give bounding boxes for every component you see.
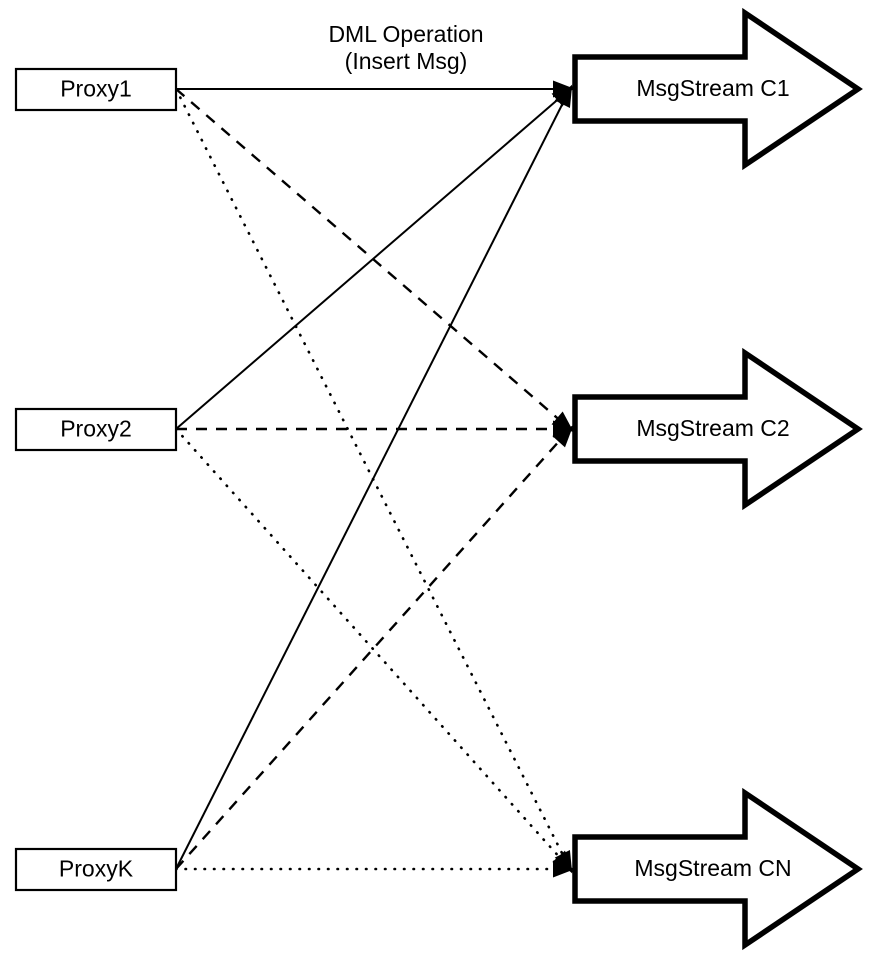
msgstream-node-stream_cn[interactable]: MsgStream CN [572,787,863,951]
proxy-label-proxy2: Proxy2 [60,416,132,442]
proxy-label-proxy1: Proxy1 [60,76,132,102]
link-proxy2-to-cn [174,427,572,871]
link-proxyK-to-c1 [175,88,571,870]
arrowhead-layer [551,80,575,878]
msgstream-label-stream_c2: MsgStream C2 [636,415,789,441]
arrowhead-proxyK-to-cn [553,860,575,878]
msgstream-arrow-shape-stream_c2[interactable] [572,347,863,511]
link-proxy2-to-c1 [175,88,571,430]
proxy-label-proxyK: ProxyK [59,856,134,882]
proxy-node-proxyK[interactable]: ProxyK [14,847,178,892]
proxy-box-proxy2[interactable] [14,407,178,452]
msgstream-label-stream_c1: MsgStream C1 [636,75,789,101]
msgstream-node-stream_c2[interactable]: MsgStream C2 [572,347,863,511]
msgstream-arrow-shape-stream_cn[interactable] [572,787,863,951]
dml-operation-label: DML Operation (Insert Msg) [328,21,483,74]
proxy-node-proxy1[interactable]: Proxy1 [14,67,178,112]
dml-operation-label-line1: DML Operation [328,21,483,47]
dml-operation-label-line2: (Insert Msg) [345,48,468,74]
msgstream-node-stream_c1[interactable]: MsgStream C1 [572,7,863,171]
msgstream-arrow-shape-stream_c1[interactable] [572,7,863,171]
msgstream-node-layer: MsgStream C1 MsgStream C2 MsgStream CN [572,7,863,951]
proxy-box-proxyK[interactable] [14,847,178,892]
arrowhead-proxyK-to-c2 [552,425,574,448]
arrowhead-proxyK-to-c1 [554,84,573,109]
proxy-box-proxy1[interactable] [14,67,178,112]
link-layer [174,87,572,871]
proxy-node-proxy2[interactable]: Proxy2 [14,407,178,452]
msgstream-label-stream_cn: MsgStream CN [634,855,791,881]
